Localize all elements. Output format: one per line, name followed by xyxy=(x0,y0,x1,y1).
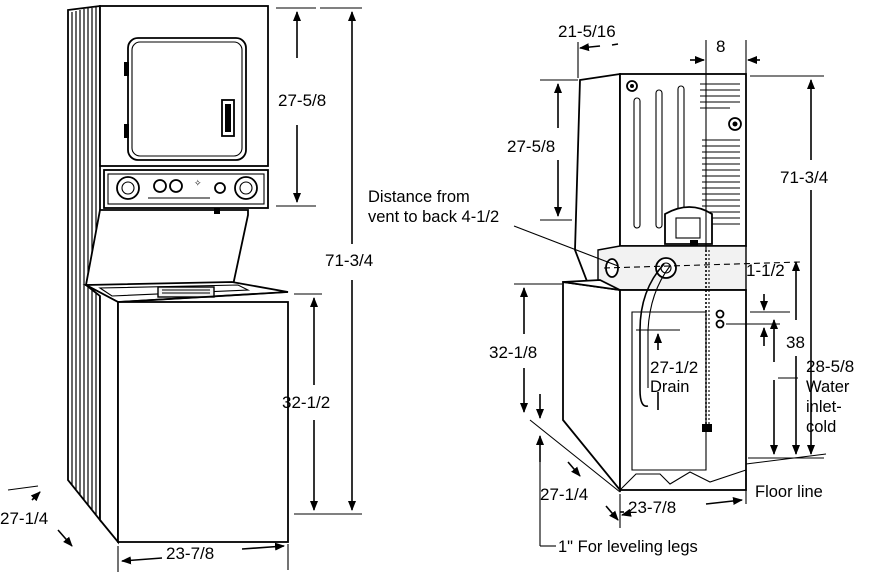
rear-floor-line-label: Floor line xyxy=(755,483,823,501)
front-door-hinge-bottom xyxy=(124,124,129,138)
front-backsplash-edge xyxy=(85,209,101,286)
front-view-unit: ✧ xyxy=(67,4,289,545)
rear-water-inlet-hot xyxy=(715,309,725,319)
front-right-dial xyxy=(234,176,258,200)
front-side-hatching xyxy=(71,7,97,515)
rear-vent-centerline xyxy=(603,261,801,269)
rear-top-offset-label: 8 xyxy=(716,37,725,56)
rear-vent-note-line1: Distance from xyxy=(368,188,470,206)
front-dryer-height-label: 27-5/8 xyxy=(278,91,326,110)
rear-washer-base-edge xyxy=(619,469,747,491)
front-washer-lid-recess xyxy=(98,284,251,297)
front-control-panel-inner xyxy=(107,173,265,205)
front-depth-arrow-down xyxy=(57,529,73,547)
rear-washer-side xyxy=(562,280,621,493)
rear-height-38-label: 38 xyxy=(786,333,805,352)
rear-overall-height-label: 71-3/4 xyxy=(780,168,828,187)
front-knob-2 xyxy=(169,179,183,193)
front-depth-label: 27-1/4 xyxy=(0,509,48,528)
front-door-handle-grip xyxy=(225,104,231,132)
rear-dryer-rib-1 xyxy=(633,97,641,229)
rear-width-label: 23-7/8 xyxy=(628,498,676,517)
front-door-hinge-top xyxy=(124,62,129,76)
front-left-dial xyxy=(116,176,140,200)
front-washer-height-label: 32-1/2 xyxy=(282,393,330,412)
rear-top-depth-label: 21-5/16 xyxy=(558,22,616,41)
rear-drain-label: Drain xyxy=(650,378,689,396)
front-width-label: 23-7/8 xyxy=(166,544,214,563)
front-washer-cabinet xyxy=(117,301,289,543)
front-washer-backsplash xyxy=(84,209,249,291)
rear-water-inlet-line1: Water xyxy=(806,378,850,396)
front-brand-logo: ✧ xyxy=(194,178,202,188)
front-width-arrow-left xyxy=(121,556,163,565)
rear-floor-diagonal xyxy=(529,419,621,493)
rear-water-inlet-height-label: 28-5/8 xyxy=(806,357,854,376)
front-washer-top-edge xyxy=(117,291,289,303)
front-knob-3 xyxy=(214,182,226,194)
rear-dryer-rib-2 xyxy=(655,89,663,229)
front-backsplash-latch xyxy=(214,208,220,214)
front-right-dial-center xyxy=(239,181,253,195)
front-depth-arrow-up xyxy=(30,491,41,502)
front-washer-lid-handle xyxy=(157,286,215,298)
front-dryer-door xyxy=(127,37,247,161)
rear-leveling-legs-label: 1" For leveling legs xyxy=(558,538,698,556)
rear-vent-note-leader xyxy=(513,225,619,267)
rear-view-unit xyxy=(562,72,747,493)
front-dryer-door-inner xyxy=(131,41,243,157)
rear-washer-height-label: 32-1/8 xyxy=(489,343,537,362)
rear-vent-note-line2: vent to back 4-1/2 xyxy=(368,208,499,226)
rear-water-inlet-line2: inlet- xyxy=(806,398,842,416)
rear-exhaust-vent xyxy=(655,257,677,279)
front-dimensions: 27-5/8 71-3/4 32-1/2 27-1/4 23-7/8 xyxy=(0,7,373,572)
rear-floor-line xyxy=(745,453,827,465)
rear-dryer-height-label: 27-5/8 xyxy=(507,137,555,156)
rear-washer-back xyxy=(619,289,747,491)
rear-depth-label: 27-1/4 xyxy=(540,485,588,504)
rear-washer-back-panel xyxy=(631,311,707,471)
rear-water-inlet-cold xyxy=(715,319,725,329)
rear-dimensions: 21-5/16 8 27-5/8 Distance from vent to b… xyxy=(368,22,854,556)
front-overall-height-label: 71-3/4 xyxy=(325,251,373,270)
rear-drain-height-label: 27-1/2 xyxy=(650,358,698,377)
rear-water-inlet-line3: cold xyxy=(806,418,836,436)
front-left-dial-center xyxy=(121,181,135,195)
front-knob-1 xyxy=(153,179,167,193)
rear-inlet-offset-label: 1-1/2 xyxy=(746,261,785,280)
front-washer-side xyxy=(85,284,119,545)
front-width-arrow-right xyxy=(241,542,285,551)
